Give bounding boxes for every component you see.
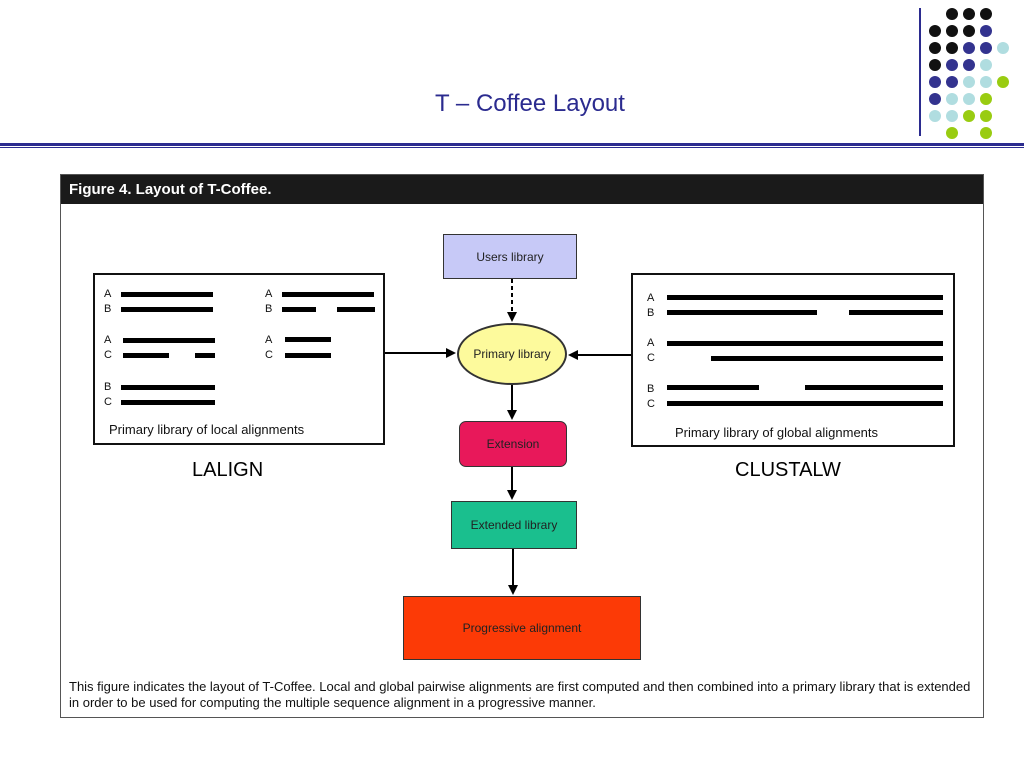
seq-bar: [337, 307, 375, 312]
seq-letter: A: [265, 288, 273, 300]
figure: Figure 4. Layout of T-Coffee. A B A B A …: [60, 174, 984, 718]
decor-dot: [929, 93, 941, 105]
seq-bar: [195, 353, 215, 358]
seq-bar: [123, 353, 169, 358]
seq-bar: [121, 307, 213, 312]
seq-letter: A: [647, 337, 655, 349]
seq-letter: A: [647, 292, 655, 304]
seq-bar: [121, 385, 215, 390]
seq-bar: [285, 353, 331, 358]
decor-dot: [946, 110, 958, 122]
decor-dot: [929, 42, 941, 54]
seq-letter: A: [104, 288, 112, 300]
decor-dot: [980, 8, 992, 20]
figure-caption: This figure indicates the layout of T-Co…: [69, 679, 971, 710]
seq-letter: C: [104, 396, 112, 408]
decor-dot: [946, 127, 958, 139]
decor-vertical-line: [919, 8, 921, 136]
seq-letter: B: [647, 307, 655, 319]
decor-dot: [963, 93, 975, 105]
decor-dot: [963, 76, 975, 88]
global-panel-caption: Primary library of global alignments: [675, 425, 879, 440]
figure-header: Figure 4. Layout of T-Coffee.: [61, 175, 983, 204]
extension-label: Extension: [486, 437, 540, 451]
seq-bar: [667, 385, 759, 390]
local-alignments-panel: A B A B A C A C B C Primary library of l…: [93, 273, 385, 445]
global-alignments-panel: A B A C B C Primary library of global al…: [631, 273, 955, 447]
primary-library-label: Primary library: [473, 347, 551, 361]
primary-library-ellipse: Primary library: [457, 323, 567, 385]
title-rule-thin: [0, 147, 1024, 148]
decor-dot: [980, 25, 992, 37]
decor-dot: [946, 59, 958, 71]
decor-dot: [963, 110, 975, 122]
decor-dot: [929, 76, 941, 88]
seq-bar: [805, 385, 943, 390]
clustalw-label: CLUSTALW: [735, 459, 841, 481]
seq-bar: [282, 292, 374, 297]
seq-letter: C: [647, 352, 655, 364]
seq-letter: B: [647, 383, 655, 395]
decor-dot: [946, 42, 958, 54]
progressive-alignment-box: Progressive alignment: [403, 596, 641, 660]
seq-bar: [667, 310, 817, 315]
users-library-label: Users library: [476, 249, 544, 264]
seq-bar: [282, 307, 316, 312]
decor-dot: [997, 42, 1009, 54]
seq-bar: [121, 400, 215, 405]
extension-box: Extension: [459, 421, 567, 467]
decor-dot: [929, 25, 941, 37]
progressive-alignment-label: Progressive alignment: [462, 621, 582, 635]
slide-title: T – Coffee Layout: [435, 90, 625, 117]
decor-dot: [929, 59, 941, 71]
decor-dot: [980, 42, 992, 54]
decor-dot: [980, 127, 992, 139]
seq-bar: [849, 310, 943, 315]
decor-dot: [997, 76, 1009, 88]
extended-library-label: Extended library: [470, 518, 558, 532]
decor-dot: [929, 110, 941, 122]
seq-bar: [285, 337, 331, 342]
title-rule: [0, 143, 1024, 146]
seq-bar: [711, 356, 943, 361]
seq-letter: C: [647, 398, 655, 410]
decor-dot: [946, 8, 958, 20]
decor-dot: [980, 76, 992, 88]
extended-library-box: Extended library: [451, 501, 577, 549]
seq-letter: A: [104, 334, 112, 346]
lalign-label: LALIGN: [192, 459, 264, 481]
seq-letter: B: [104, 303, 112, 315]
local-panel-caption: Primary library of local alignments: [109, 422, 305, 437]
decor-dot: [963, 8, 975, 20]
users-library-box: Users library: [443, 234, 577, 279]
seq-letter: A: [265, 334, 273, 346]
decor-dot: [946, 93, 958, 105]
decor-dot: [963, 25, 975, 37]
decor-dot: [980, 93, 992, 105]
seq-letter: C: [265, 349, 273, 361]
decor-dot: [963, 42, 975, 54]
decor-dot: [980, 59, 992, 71]
seq-bar: [667, 341, 943, 346]
seq-bar: [123, 338, 215, 343]
decor-dot: [963, 59, 975, 71]
decor-dot: [946, 76, 958, 88]
seq-bar: [121, 292, 213, 297]
seq-letter: B: [104, 381, 112, 393]
seq-letter: B: [265, 303, 273, 315]
seq-letter: C: [104, 349, 112, 361]
decor-dot: [946, 25, 958, 37]
decor-dot: [980, 110, 992, 122]
seq-bar: [667, 401, 943, 406]
seq-bar: [667, 295, 943, 300]
flow-arrows: [385, 279, 631, 595]
